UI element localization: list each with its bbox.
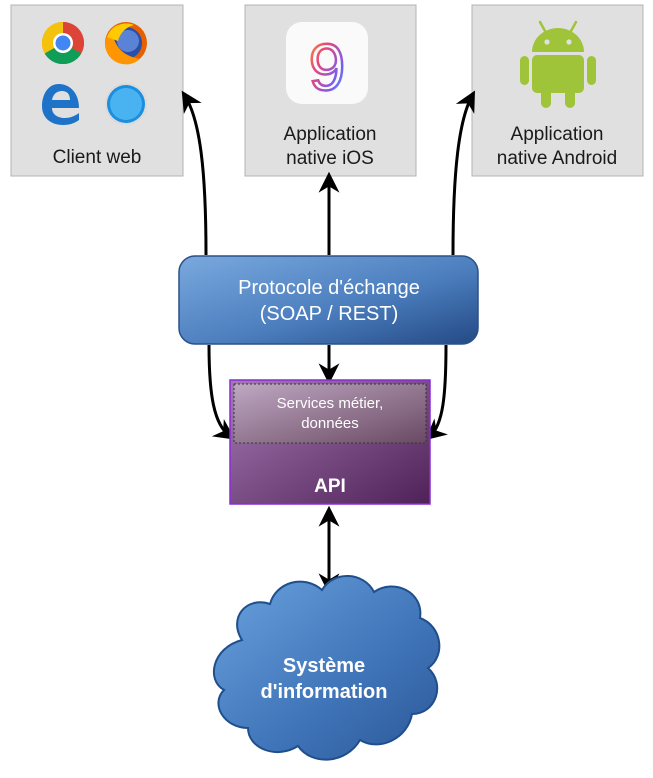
- chrome-icon: [41, 21, 85, 65]
- android-app-label-line2: native Android: [497, 148, 617, 169]
- api-box: Services métier, données API: [229, 379, 431, 505]
- android-app-label-line1: Application: [511, 124, 604, 145]
- arrow-web-to-api: [207, 344, 236, 440]
- protocol-label-line2: (SOAP / REST): [260, 303, 399, 325]
- arrow-protocol-to-web: [181, 90, 208, 256]
- safari-icon: [105, 83, 147, 125]
- api-label: API: [314, 476, 346, 497]
- information-system-label-line2: d'information: [261, 681, 388, 703]
- information-system-cloud: Système d'information: [212, 575, 441, 761]
- ios9-glyph: 9: [309, 30, 346, 104]
- firefox-icon: [105, 22, 147, 65]
- ios-app-box: 9 Application native iOS: [244, 4, 417, 177]
- ios-app-label-line1: Application: [284, 124, 377, 145]
- android-robot-icon: [520, 20, 596, 108]
- arrows: [181, 90, 475, 595]
- information-system-label-line1: Système: [283, 655, 365, 677]
- arrow-protocol-to-android: [451, 90, 475, 256]
- edge-icon: [42, 84, 79, 125]
- ios9-icon: 9: [286, 22, 368, 105]
- services-label-line1: Services métier,: [277, 395, 384, 412]
- android-app-box: Application native Android: [471, 4, 644, 177]
- client-web-box: Client web: [10, 4, 184, 177]
- protocol-label-line1: Protocole d'échange: [238, 277, 420, 299]
- protocol-box: Protocole d'échange (SOAP / REST): [178, 255, 479, 345]
- arrow-android-to-api: [425, 344, 449, 441]
- services-box: [233, 383, 427, 444]
- ios-app-label-line2: native iOS: [286, 148, 374, 169]
- services-label-line2: données: [301, 415, 359, 432]
- client-web-label: Client web: [53, 147, 142, 168]
